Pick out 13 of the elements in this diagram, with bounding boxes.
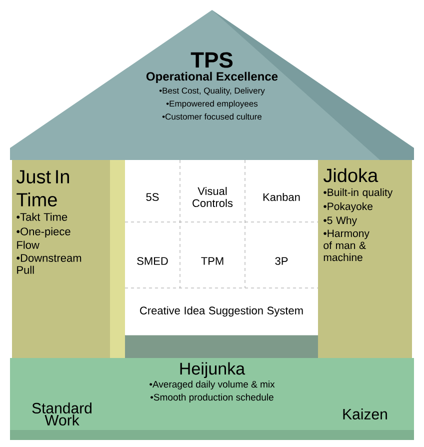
center-panel — [124, 160, 318, 336]
cell-label: Visual Controls — [192, 186, 233, 208]
cell-label: Creative Idea Suggestion System — [140, 306, 303, 317]
pillar: Jidoka •Built-in quality •Pokayoke •5 Why •Harmony of man & machine — [318, 160, 412, 358]
cell-label: Kanban — [263, 192, 300, 202]
cell-label: TPM — [201, 257, 224, 265]
pillar: Just In Time •Takt Time •One-piece Flow •Downstream Pull — [12, 160, 125, 358]
foundation-label: Kaizen — [343, 408, 387, 420]
cell-label: 5S — [146, 193, 159, 201]
foundation-label: Standard Work — [32, 402, 92, 426]
cell-label: SMED — [137, 257, 168, 265]
roof: TPS Operational Excellence •Best Cost, Quality, Delivery •Empowered employees •Customer focused culture — [10, 10, 414, 160]
cell-label: 3P — [275, 257, 288, 265]
